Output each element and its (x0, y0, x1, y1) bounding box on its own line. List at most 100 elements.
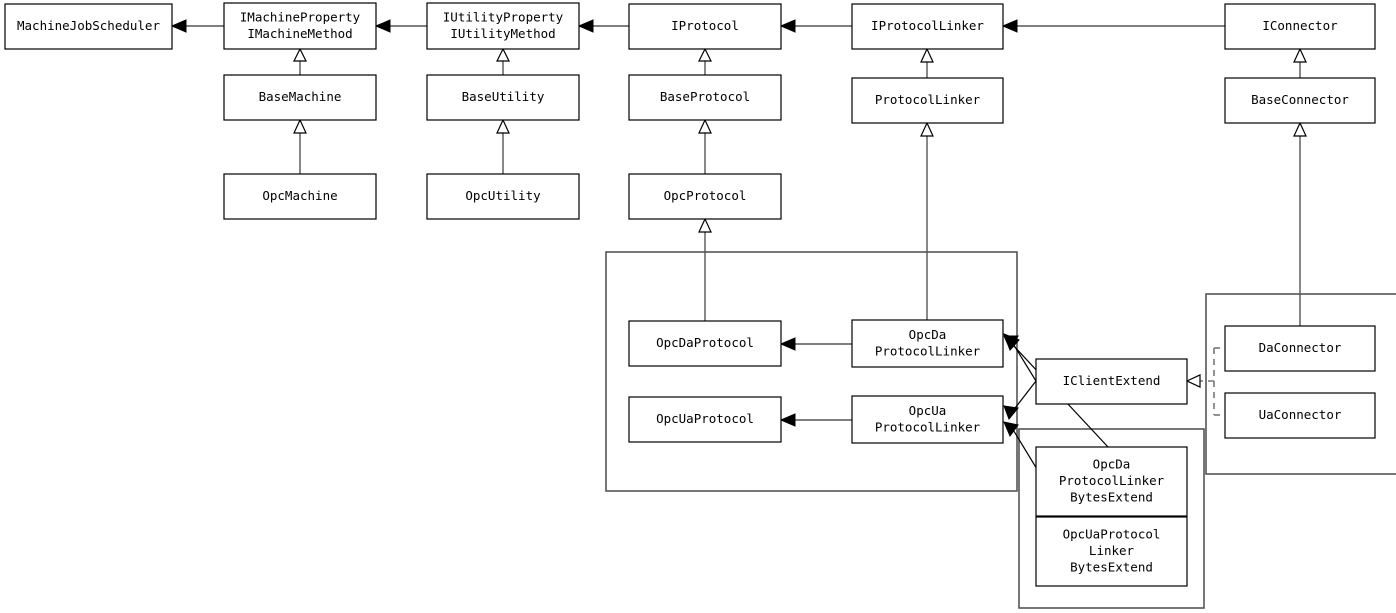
class-label-opcdaprotocollinker-line1: OpcDa (909, 327, 947, 342)
class-node-opcprotocol[interactable]: OpcProtocol (628, 173, 782, 220)
class-label-opcutility-line1: OpcUtility (465, 188, 541, 203)
class-label-iclientextend-line1: IClientExtend (1063, 373, 1161, 388)
arrowhead-iprotocol (779, 19, 796, 33)
class-box-uaconnector[interactable] (1224, 392, 1376, 439)
triangle-iclientextend (1185, 374, 1201, 388)
group-extend-box (1018, 428, 1205, 609)
class-box-iutilityproperty[interactable] (426, 2, 580, 50)
class-label-baseconnector-line1: BaseConnector (1251, 92, 1349, 107)
class-box-iconnector[interactable] (1224, 3, 1376, 50)
class-box-iprotocollinker[interactable] (851, 3, 1004, 50)
class-label-opcmachine-line1: OpcMachine (262, 188, 337, 203)
class-label-iutilityproperty-line2: IUtilityMethod (450, 26, 555, 41)
class-box-protocollinker[interactable] (851, 77, 1004, 124)
class-box-baseprotocol[interactable] (628, 74, 782, 121)
group-connector-box (1205, 293, 1396, 475)
triangle-iprotocollinker-gen (920, 47, 934, 63)
class-label-opcdaprotocollinkerbytesextend-line3: BytesExtend (1070, 490, 1153, 505)
arrowhead-opcdalinker-2 (1003, 333, 1020, 351)
class-node-baseutility[interactable]: BaseUtility (426, 74, 580, 121)
top-row-association-edges (170, 19, 1225, 33)
class-label-opcuaprotocollinker-line2: ProtocolLinker (875, 419, 981, 434)
class-box-basemachine[interactable] (223, 74, 377, 121)
class-label-opcdaprotocollinkerbytesextend-line2: ProtocolLinker (1059, 473, 1165, 488)
class-box-opcdaprotocol[interactable] (628, 320, 782, 367)
class-box-opcdaprotocollinkerbytesextend[interactable] (1035, 446, 1188, 517)
triangle-iutilityproperty (496, 47, 510, 62)
triangle-opcprotocol (698, 217, 712, 233)
arrowhead-iprotocollinker (1001, 19, 1018, 33)
class-box-opcuaprotocol[interactable] (628, 396, 782, 443)
class-label-daconnector-line1: DaConnector (1259, 340, 1342, 355)
arrowhead-opcdaprotocol (779, 337, 796, 351)
group-containers (605, 251, 1396, 609)
class-label-baseprotocol-line1: BaseProtocol (660, 89, 750, 104)
generalization-edges (293, 47, 1307, 326)
class-label-baseutility-line1: BaseUtility (462, 89, 545, 104)
class-label-machinejobscheduler-line1: MachineJobScheduler (17, 18, 160, 33)
class-node-iclientextend[interactable]: IClientExtend (1035, 358, 1188, 405)
class-node-layer: MachineJobSchedulerIMachinePropertyIMach… (4, 2, 1376, 587)
class-label-imachineproperty-line1: IMachineProperty (240, 9, 361, 24)
class-box-iprotocol[interactable] (628, 3, 782, 50)
class-label-opcdaprotocol-line1: OpcDaProtocol (656, 335, 754, 350)
class-node-opcutility[interactable]: OpcUtility (426, 173, 580, 220)
class-label-opcdaprotocollinker-line2: ProtocolLinker (875, 343, 981, 358)
iclientextend-edges (1003, 335, 1037, 420)
class-box-iclientextend[interactable] (1035, 358, 1188, 405)
class-label-opcuaprotocollinkerbytesextend-line3: BytesExtend (1070, 560, 1153, 575)
class-node-daconnector[interactable]: DaConnector (1224, 325, 1376, 372)
class-node-uaconnector[interactable]: UaConnector (1224, 392, 1376, 439)
class-box-opcuaprotocollinkerbytesextend[interactable] (1035, 516, 1188, 587)
arrowhead-iutility (577, 19, 594, 33)
class-label-imachineproperty-line2: IMachineMethod (247, 26, 352, 41)
class-box-machinejobscheduler[interactable] (4, 3, 173, 50)
class-label-basemachine-line1: BaseMachine (259, 89, 342, 104)
class-box-imachineproperty[interactable] (223, 2, 377, 50)
class-node-baseprotocol[interactable]: BaseProtocol (628, 74, 782, 121)
triangle-protocollinker (920, 121, 934, 137)
class-label-protocollinker-line1: ProtocolLinker (875, 92, 981, 107)
triangle-iconnector (1293, 47, 1307, 63)
class-node-iprotocol[interactable]: IProtocol (628, 3, 782, 50)
arrowhead-scheduler (170, 19, 187, 33)
class-node-basemachine[interactable]: BaseMachine (223, 74, 377, 121)
class-box-daconnector[interactable] (1224, 325, 1376, 372)
class-box-opcprotocol[interactable] (628, 173, 782, 220)
class-label-opcuaprotocollinker-line1: OpcUa (909, 403, 947, 418)
arrowhead-opcualinker-2 (1003, 421, 1019, 438)
class-label-opcuaprotocol-line1: OpcUaProtocol (656, 411, 754, 426)
class-node-iprotocollinker[interactable]: IProtocolLinker (851, 3, 1004, 50)
triangle-baseutility (496, 118, 510, 134)
class-node-iconnector[interactable]: IConnector (1224, 3, 1376, 50)
edge-iclientextend-to-opcualinker (1011, 380, 1037, 413)
group-protocol-box (605, 251, 1018, 492)
arrowhead-opcuaprotocol (779, 413, 796, 427)
class-label-opcprotocol-line1: OpcProtocol (664, 188, 747, 203)
class-node-opcdaprotocol[interactable]: OpcDaProtocol (628, 320, 782, 367)
linker-protocol-edges (779, 337, 852, 427)
class-box-opcmachine[interactable] (223, 173, 377, 220)
class-node-opcmachine[interactable]: OpcMachine (223, 173, 377, 220)
arrowhead-imachine (374, 19, 391, 33)
class-label-uaconnector-line1: UaConnector (1259, 407, 1342, 422)
class-node-machinejobscheduler[interactable]: MachineJobScheduler (4, 3, 173, 50)
class-node-opcuaprotocol[interactable]: OpcUaProtocol (628, 396, 782, 443)
class-box-opcuaprotocollinker[interactable] (851, 395, 1004, 444)
triangle-basemachine (293, 118, 307, 134)
class-node-baseconnector[interactable]: BaseConnector (1224, 77, 1376, 124)
class-label-iprotocollinker-line1: IProtocolLinker (871, 18, 984, 33)
class-node-protocollinker[interactable]: ProtocolLinker (851, 77, 1004, 124)
class-box-opcdaprotocollinker[interactable] (851, 319, 1004, 368)
class-box-baseutility[interactable] (426, 74, 580, 121)
class-label-iconnector-line1: IConnector (1262, 18, 1338, 33)
class-box-baseconnector[interactable] (1224, 77, 1376, 124)
class-box-opcutility[interactable] (426, 173, 580, 220)
